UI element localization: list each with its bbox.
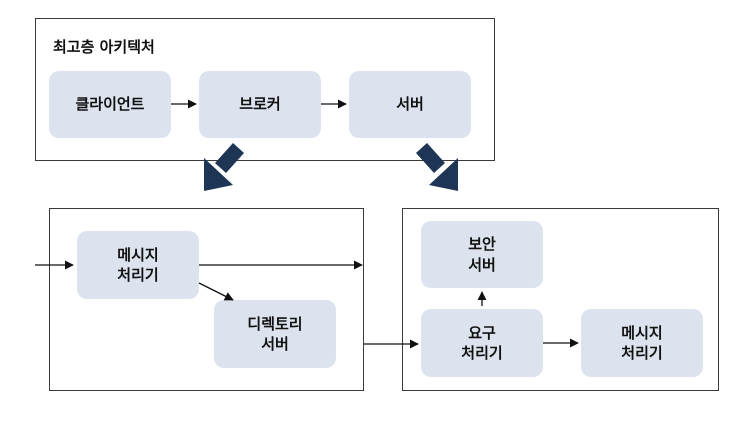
server-detail-frame (402, 208, 719, 391)
broker-detail-frame (49, 208, 364, 391)
top-architecture-frame (35, 18, 495, 161)
top-architecture-title: 최고층 아키텍처 (53, 38, 155, 56)
server-node: 서버 (349, 71, 471, 138)
client-node: 클라이언트 (49, 71, 171, 138)
broker-node: 브로커 (199, 71, 321, 138)
security-server-node: 보안 서버 (421, 221, 543, 288)
directory-server-node: 디렉토리 서버 (214, 300, 336, 368)
request-handler-node: 요구 처리기 (421, 309, 543, 377)
server-message-handler-node: 메시지 처리기 (581, 309, 703, 377)
broker-message-handler-node: 메시지 처리기 (77, 231, 199, 299)
